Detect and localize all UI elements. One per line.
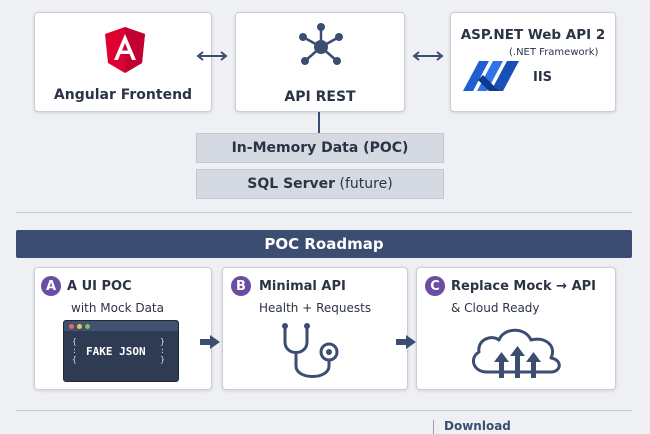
network-nodes-icon bbox=[299, 23, 343, 65]
bidirectional-arrow-icon bbox=[412, 51, 444, 61]
in-memory-label-bold: In-Memory Data bbox=[231, 140, 359, 156]
stethoscope-icon bbox=[282, 323, 339, 378]
brace-left: {:{ bbox=[72, 337, 77, 364]
download-link[interactable]: Download bbox=[444, 419, 511, 433]
arrow-right-icon bbox=[200, 335, 220, 349]
cloud-upload-icon bbox=[471, 328, 561, 378]
sql-server-bar: SQL Server (future) bbox=[196, 169, 444, 199]
roadmap-step-c: C Replace Mock → API & Cloud Ready bbox=[416, 267, 616, 390]
window-titlebar bbox=[64, 321, 178, 331]
window-dot-yellow bbox=[77, 324, 82, 329]
aspnet-title: ASP.NET Web API 2 bbox=[460, 27, 606, 43]
step-a-title: A UI POC bbox=[67, 279, 132, 294]
window-dot-green bbox=[85, 324, 90, 329]
code-window-icon: {:{ FAKE JSON }:} bbox=[63, 320, 179, 382]
step-c-title: Replace Mock → API bbox=[451, 279, 596, 294]
window-dot-red bbox=[69, 324, 74, 329]
roadmap-step-a: A A UI POC with Mock Data {:{ FAKE JSON … bbox=[34, 267, 212, 390]
api-rest-box: API REST bbox=[235, 12, 405, 112]
connector-line bbox=[318, 112, 320, 133]
angular-frontend-box: Angular Frontend bbox=[34, 12, 212, 112]
iis-label: IIS bbox=[533, 70, 553, 85]
roadmap-step-b: B Minimal API Health + Requests bbox=[222, 267, 408, 390]
step-badge-b: B bbox=[231, 276, 251, 296]
fake-json-label: FAKE JSON bbox=[86, 345, 146, 358]
brace-right: }:} bbox=[160, 337, 165, 364]
footer-separator bbox=[433, 420, 434, 434]
sql-server-label-bold: SQL Server bbox=[247, 176, 336, 192]
aspnet-web-api-box: ASP.NET Web API 2 (.NET Framework) IIS bbox=[450, 12, 616, 112]
step-a-subtitle: with Mock Data bbox=[71, 301, 164, 315]
bidirectional-arrow-icon bbox=[196, 51, 228, 61]
step-b-title: Minimal API bbox=[259, 279, 346, 294]
angular-logo-icon bbox=[105, 27, 145, 73]
step-badge-c: C bbox=[425, 276, 445, 296]
in-memory-label-rest: (POC) bbox=[358, 140, 409, 156]
azure-logo-icon bbox=[463, 61, 519, 91]
sql-server-label-rest: (future) bbox=[335, 176, 393, 192]
angular-frontend-label: Angular Frontend bbox=[53, 87, 193, 103]
footer-divider bbox=[16, 410, 632, 411]
aspnet-subtitle: (.NET Framework) bbox=[509, 47, 599, 58]
api-rest-label: API REST bbox=[284, 89, 356, 105]
in-memory-data-bar: In-Memory Data (POC) bbox=[196, 133, 444, 163]
roadmap-header: POC Roadmap bbox=[16, 230, 632, 258]
step-c-subtitle: & Cloud Ready bbox=[451, 301, 540, 315]
step-b-subtitle: Health + Requests bbox=[259, 301, 372, 315]
step-badge-a: A bbox=[41, 276, 61, 296]
section-divider bbox=[16, 212, 632, 213]
roadmap-title: POC Roadmap bbox=[264, 235, 384, 253]
arrow-right-icon bbox=[396, 335, 416, 349]
